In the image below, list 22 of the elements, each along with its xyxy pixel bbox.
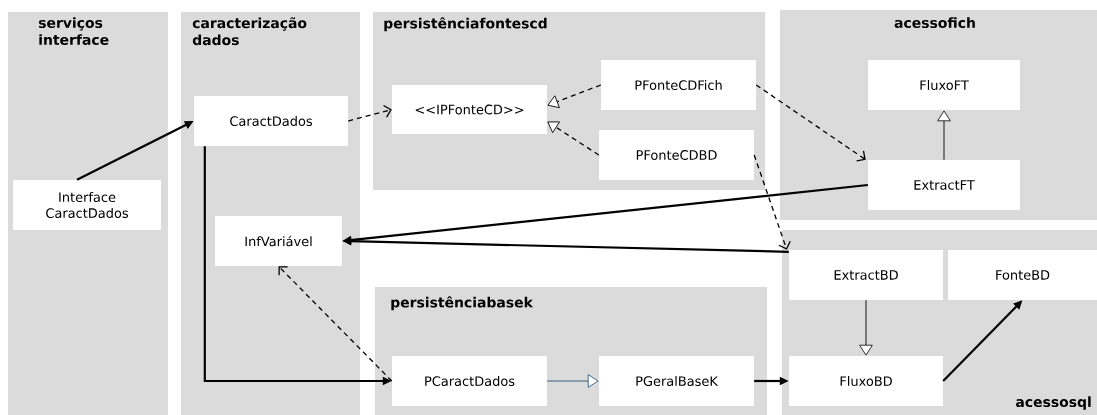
class-box: FluxoFT: [868, 60, 1020, 110]
arrow: [278, 266, 393, 382]
class-box: FonteBD: [948, 250, 1097, 300]
class-box: PFonteCDBD: [599, 130, 754, 180]
class-box: PCaractDados: [392, 356, 547, 406]
class-box: ExtractFT: [868, 160, 1020, 210]
class-box: FluxoBD: [789, 356, 943, 406]
arrow: [755, 84, 866, 162]
arrow: [937, 110, 951, 161]
arrow: [547, 121, 600, 156]
class-box: Interface CaractDados: [13, 180, 161, 230]
class-box: InfVariável: [215, 216, 342, 266]
class-box: CaractDados: [194, 96, 348, 146]
arrow: [347, 104, 392, 122]
arrow: [753, 154, 791, 250]
class-box: <<IPFonteCD>>: [392, 85, 547, 134]
arrow: [547, 84, 602, 109]
class-box: ExtractBD: [789, 250, 943, 300]
arrow: [859, 299, 873, 356]
arrow: [546, 374, 599, 388]
class-box: PGeralBaseK: [599, 356, 754, 406]
class-box: PFonteCDFich: [601, 60, 756, 110]
